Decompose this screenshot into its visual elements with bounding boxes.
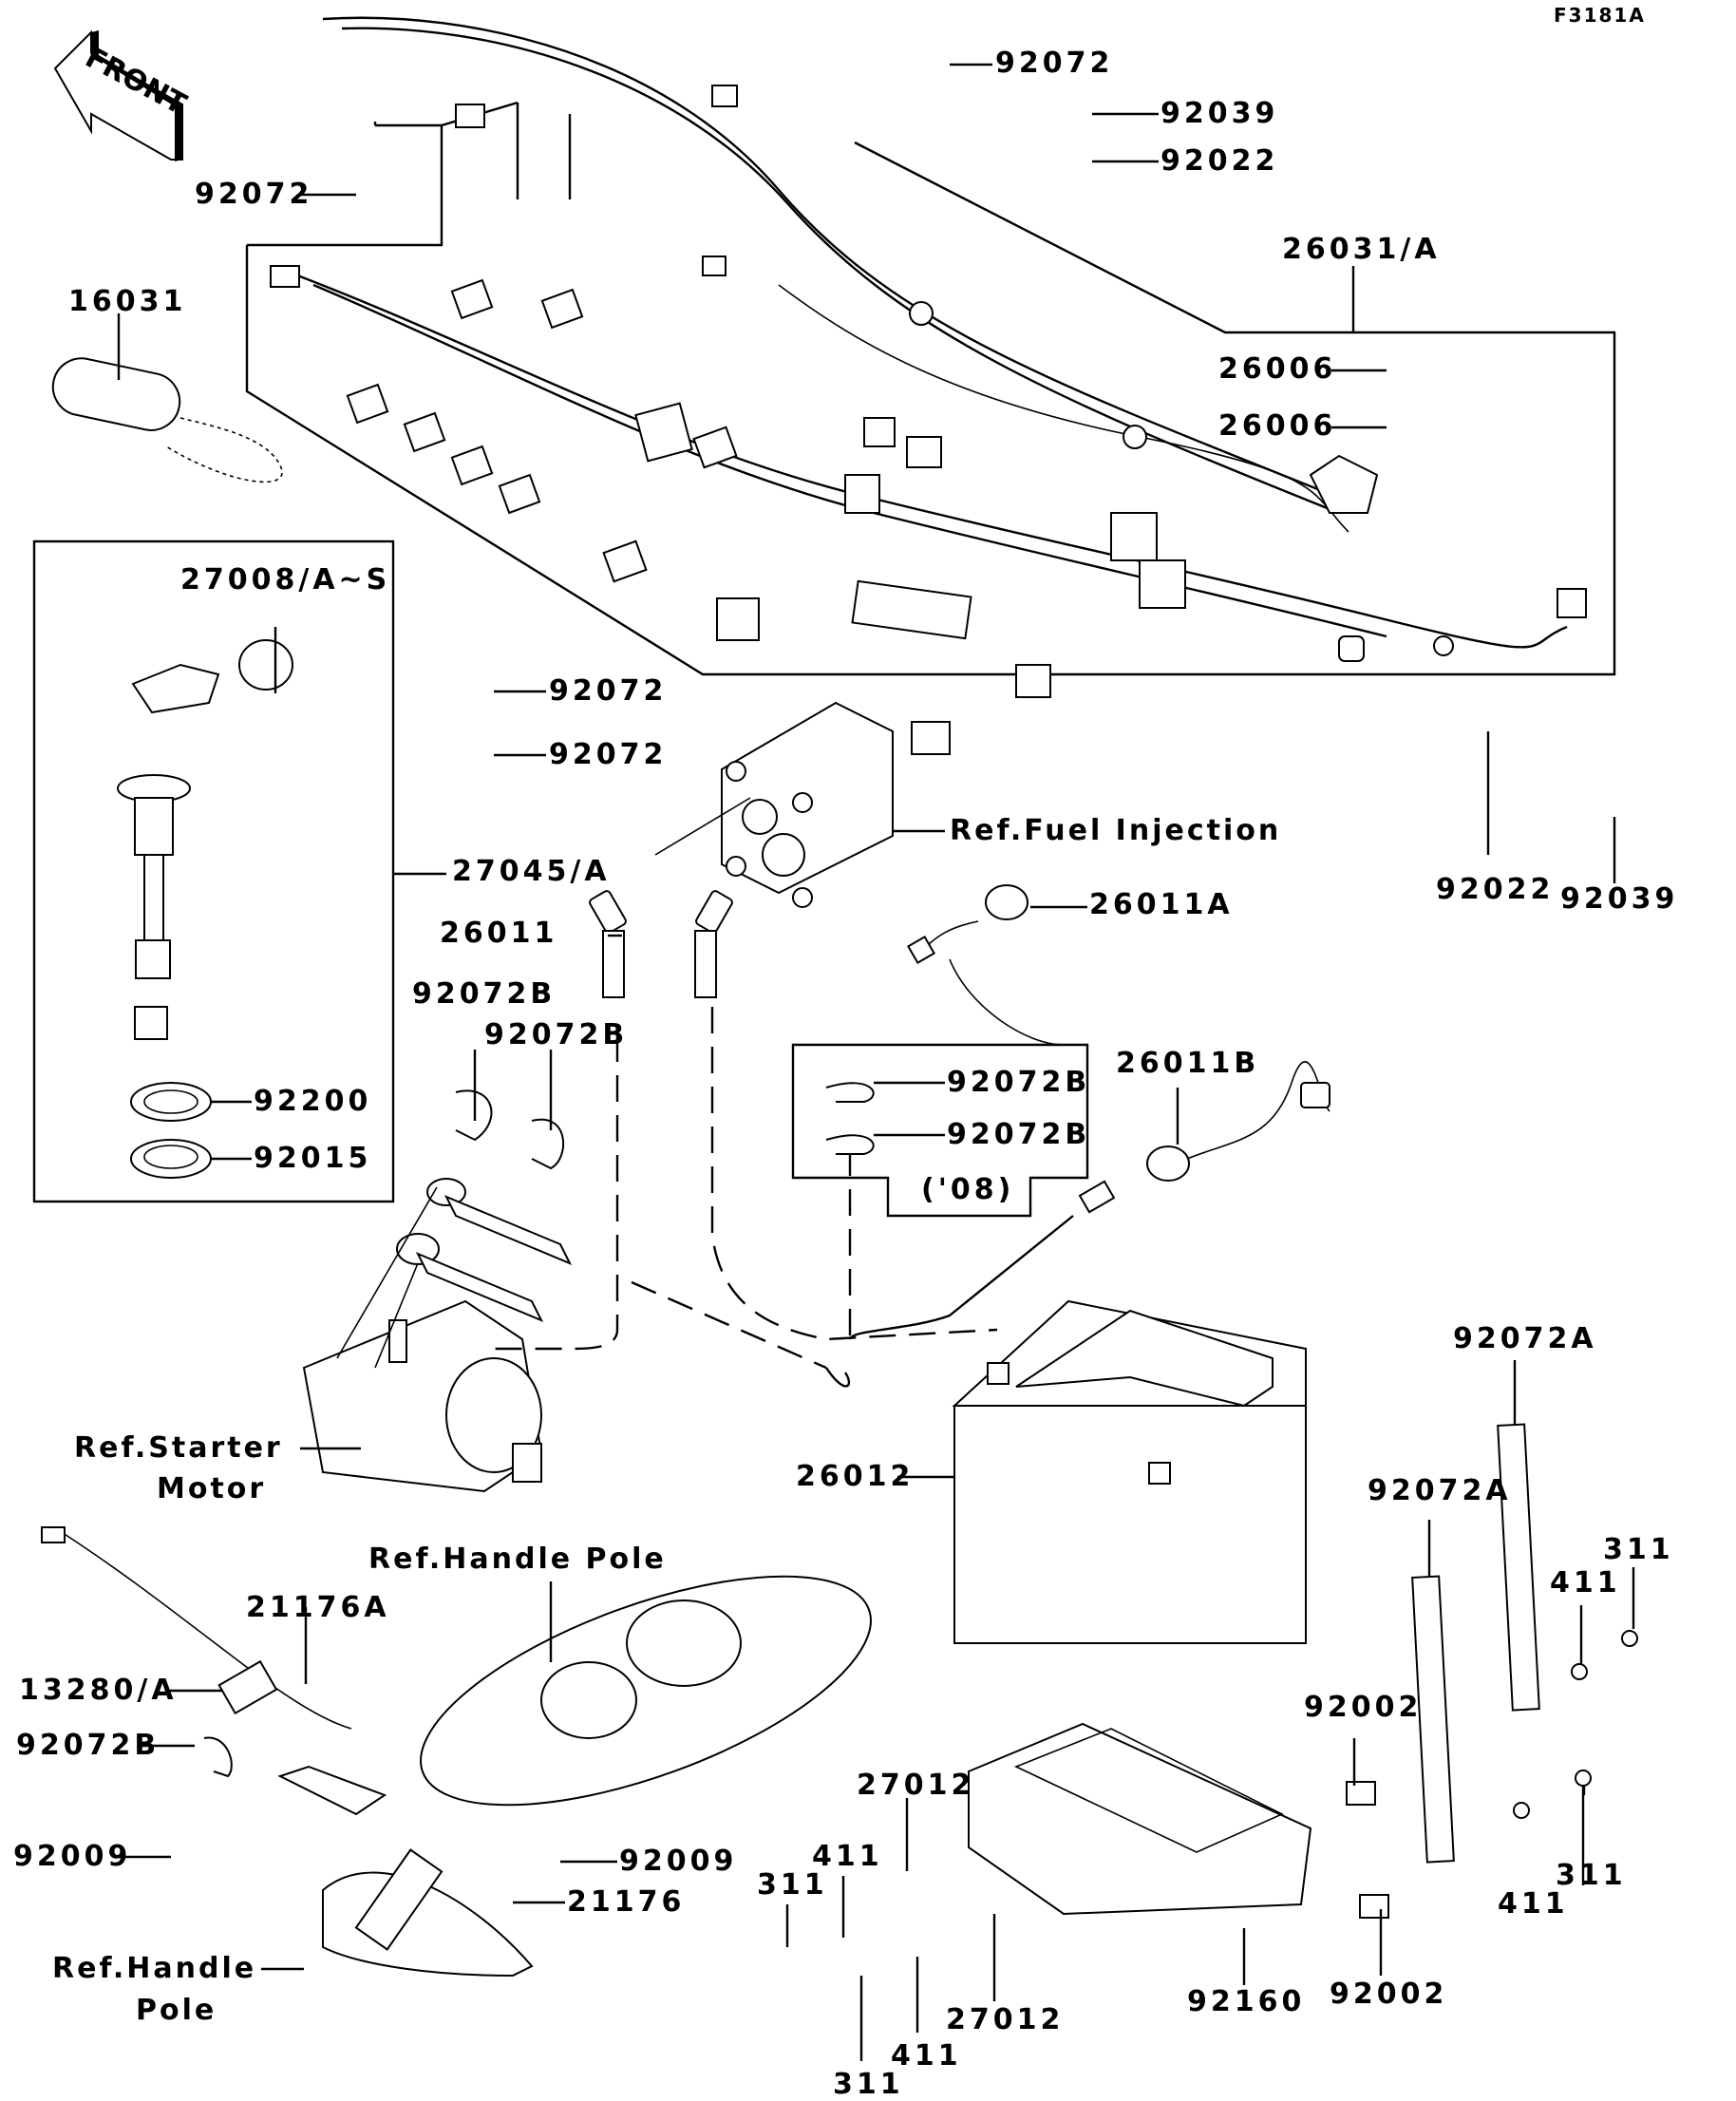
part-label-411-right-top[interactable]: 411 <box>1550 1566 1621 1599</box>
part-label-13280A[interactable]: 13280/A <box>19 1674 178 1707</box>
part-label-92160[interactable]: 92160 <box>1187 1985 1306 2018</box>
part-label-92039-top[interactable]: 92039 <box>1160 97 1279 130</box>
part-label-411-bottom[interactable]: 411 <box>891 2039 962 2073</box>
part-label-92072A-top[interactable]: 92072A <box>1453 1322 1597 1355</box>
leader-lines <box>116 63 1635 2061</box>
ref-starter-motor-label-line1[interactable]: Ref.Starter <box>74 1431 283 1465</box>
part-label-21176A[interactable]: 21176A <box>246 1591 390 1624</box>
part-label-92022-top[interactable]: 92022 <box>1160 144 1279 178</box>
part-label-26011[interactable]: 26011 <box>440 917 558 950</box>
part-label-27012-bottom[interactable]: 27012 <box>946 2003 1065 2036</box>
fuel-injection-relay <box>654 701 951 908</box>
part-label-26011B[interactable]: 26011B <box>1116 1047 1260 1080</box>
starter-motor <box>302 890 733 1493</box>
part-label-92015[interactable]: 92015 <box>254 1142 372 1175</box>
part-label-26012[interactable]: 26012 <box>796 1460 915 1493</box>
part-label-92022-right[interactable]: 92022 <box>1436 873 1555 906</box>
part-label-26011A[interactable]: 26011A <box>1089 888 1234 921</box>
battery <box>952 1299 1307 1644</box>
part-label-411-right-bottom[interactable]: 411 <box>1498 1887 1569 1921</box>
part-label-311-right-bottom[interactable]: 311 <box>1556 1859 1627 1892</box>
part-label-92039-right[interactable]: 92039 <box>1560 882 1679 916</box>
part-label-27045A[interactable]: 27045/A <box>452 855 611 888</box>
part-label-27012-top[interactable]: 27012 <box>857 1769 975 1802</box>
part-label-92072A-mid[interactable]: 92072A <box>1368 1474 1512 1507</box>
main-fuse-cables <box>455 884 1330 1218</box>
front-arrow-icon: FRONT <box>53 29 192 161</box>
part-label-92009-left[interactable]: 92009 <box>13 1840 132 1873</box>
part-label-92072-left[interactable]: 92072 <box>195 178 313 211</box>
part-label-16031[interactable]: 16031 <box>68 285 187 318</box>
part-label-311-left[interactable]: 311 <box>757 1868 828 1902</box>
part-label-27008[interactable]: 27008/A~S <box>180 563 391 596</box>
part-label-92009-right[interactable]: 92009 <box>619 1845 738 1878</box>
battery-straps <box>1346 1423 1638 1919</box>
part-label-26006-b[interactable]: 26006 <box>1218 409 1337 443</box>
ignition-switch-group <box>32 539 395 1203</box>
part-label-311-right-top[interactable]: 311 <box>1603 1533 1674 1566</box>
ref-handle-pole-label-bottom-line2[interactable]: Pole <box>136 1994 217 2027</box>
part-label-21176[interactable]: 21176 <box>567 1885 686 1919</box>
part-label-92072-mid-b[interactable]: 92072 <box>549 738 668 771</box>
part-label-92002-bottom[interactable]: 92002 <box>1330 1978 1448 2011</box>
ref-handle-pole-label-bottom-line1[interactable]: Ref.Handle <box>52 1952 257 1985</box>
part-label-26031A[interactable]: 26031/A <box>1282 233 1441 266</box>
ref-starter-motor-label-line2[interactable]: Motor <box>157 1472 267 1505</box>
year-note-08: ('08) <box>921 1173 1015 1206</box>
part-label-411-left[interactable]: 411 <box>812 1840 883 1873</box>
handle-pole <box>41 1526 872 1978</box>
part-label-92002-top[interactable]: 92002 <box>1304 1691 1423 1724</box>
part-label-26006-a[interactable]: 26006 <box>1218 352 1337 386</box>
part-label-92072-mid-a[interactable]: 92072 <box>549 674 668 708</box>
part-label-92200[interactable]: 92200 <box>254 1085 372 1118</box>
figure-id: F3181A <box>1554 4 1646 27</box>
ref-fuel-injection-label[interactable]: Ref.Fuel Injection <box>950 814 1282 847</box>
part-label-92072-top[interactable]: 92072 <box>995 47 1114 80</box>
part-label-92072B-lower[interactable]: 92072B <box>16 1729 160 1762</box>
part-label-92072B-box-b[interactable]: 92072B <box>947 1118 1091 1151</box>
part-label-92072B-a[interactable]: 92072B <box>412 977 557 1011</box>
part-label-311-bottom[interactable]: 311 <box>833 2068 904 2101</box>
ref-handle-pole-label-top[interactable]: Ref.Handle Pole <box>368 1543 667 1576</box>
wiring-harness-group <box>245 16 1616 698</box>
key-float <box>51 357 283 483</box>
part-label-92072B-b[interactable]: 92072B <box>484 1018 629 1051</box>
battery-tray <box>968 1722 1312 1916</box>
part-label-92072B-box-a[interactable]: 92072B <box>947 1066 1091 1099</box>
